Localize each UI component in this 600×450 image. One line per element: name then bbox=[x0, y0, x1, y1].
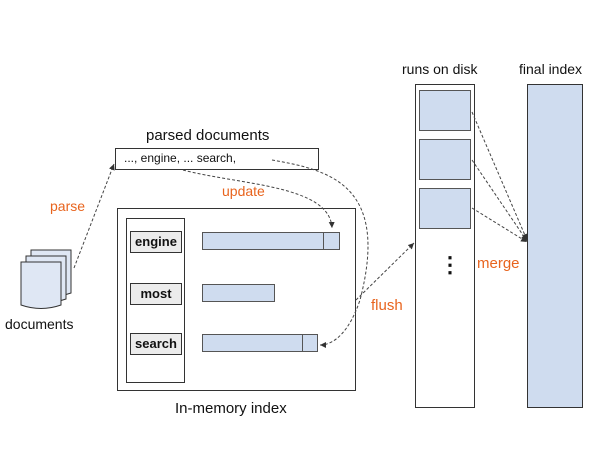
disk-run-1 bbox=[419, 90, 471, 131]
search-update-arrow bbox=[271, 159, 369, 348]
parse-label: parse bbox=[50, 198, 86, 214]
disk-run-3 bbox=[419, 188, 471, 229]
parse-arrow bbox=[73, 163, 115, 269]
documents-label: documents bbox=[5, 316, 74, 332]
merge-arrow-2 bbox=[471, 159, 528, 242]
postings-search-tail bbox=[302, 334, 318, 352]
flush-arrow bbox=[355, 242, 415, 301]
runs-on-disk-column bbox=[415, 84, 475, 408]
merge-arrow-1 bbox=[471, 111, 528, 241]
merge-arrow-3 bbox=[471, 207, 528, 243]
flush-label: flush bbox=[371, 297, 403, 314]
parsed-documents-title: parsed documents bbox=[146, 127, 270, 144]
term-engine: engine bbox=[130, 231, 182, 253]
postings-most bbox=[202, 284, 275, 302]
disk-run-2 bbox=[419, 139, 471, 180]
parsed-documents-box: ..., engine, ... search, bbox=[115, 148, 319, 170]
more-runs-ellipsis: ⋮ bbox=[439, 252, 461, 277]
term-search: search bbox=[130, 333, 182, 355]
postings-engine-tail bbox=[323, 232, 340, 250]
final-index-column bbox=[527, 84, 583, 408]
in-memory-index-label: In-memory index bbox=[175, 400, 287, 417]
runs-on-disk-label: runs on disk bbox=[402, 61, 478, 77]
term-most: most bbox=[130, 283, 182, 305]
parsed-documents-text: ..., engine, ... search, bbox=[124, 151, 237, 165]
final-index-label: final index bbox=[519, 61, 583, 77]
update-arrow bbox=[182, 169, 335, 229]
merge-label: merge bbox=[477, 255, 520, 272]
update-label: update bbox=[222, 183, 265, 199]
